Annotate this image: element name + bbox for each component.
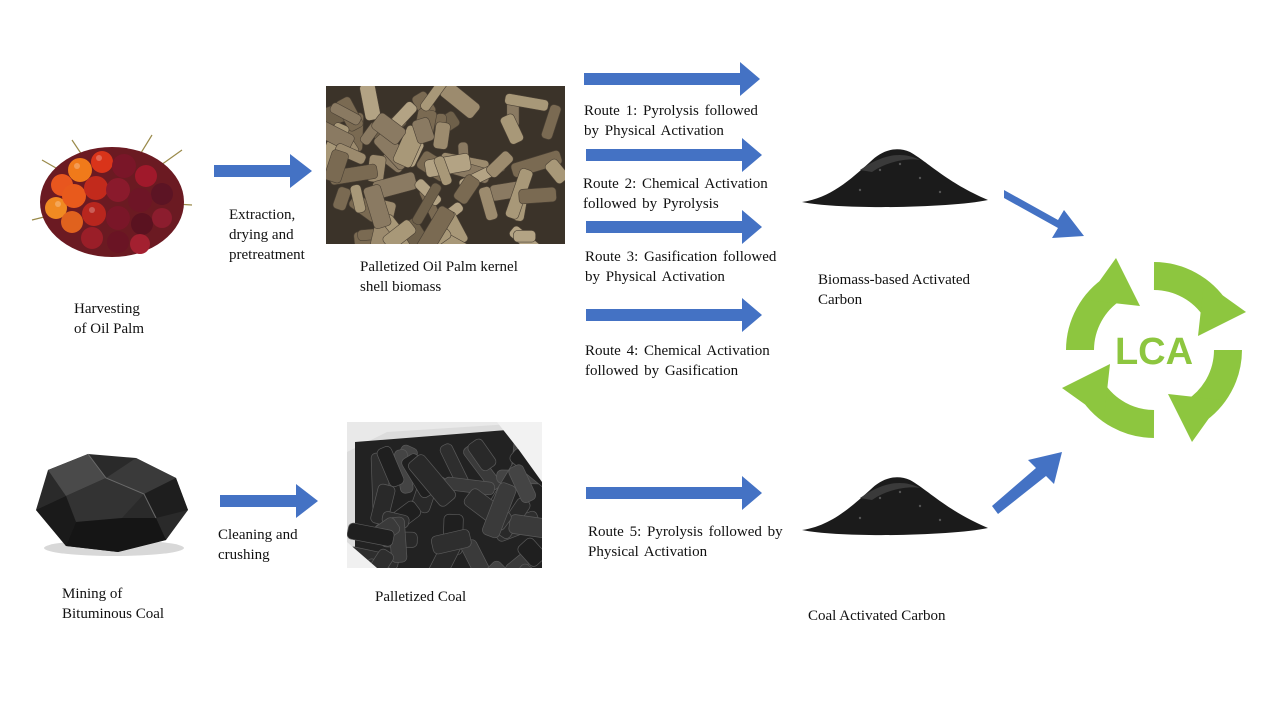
cleaning-step-label: Cleaning and crushing — [218, 527, 298, 563]
biomass-activated-carbon-label: Biomass-based Activated Carbon — [818, 272, 971, 308]
route-2-label: Route 2: Chemical Activation followed by… — [583, 176, 768, 212]
arrow-cleaning — [220, 484, 320, 518]
extraction-step-label: Extraction, drying and pretreatment — [229, 207, 305, 263]
route-4-label: Route 4: Chemical Activation followed by… — [585, 343, 770, 379]
route-3-label: Route 3: Gasification followed by Physic… — [585, 249, 777, 285]
palm-kernel-product-label: Palletized Oil Palm kernel shell biomass — [360, 259, 518, 295]
lca-label: LCA — [1115, 331, 1193, 373]
arrow-coal-to-lca — [988, 448, 1068, 516]
coal-lump-image — [26, 448, 192, 558]
arrow-route-5 — [586, 476, 764, 510]
coal-pellets-image — [347, 422, 542, 568]
palletized-coal-label: Palletized Coal — [375, 589, 467, 605]
lca-recycle-icon: LCA — [1056, 252, 1252, 448]
arrow-biomass-to-lca — [1000, 178, 1090, 242]
route-5-label: Route 5: Pyrolysis followed by Physical … — [588, 524, 783, 560]
arrow-route-3 — [586, 210, 764, 244]
arrow-route-2 — [586, 138, 764, 172]
arrow-extraction — [214, 154, 314, 188]
route-1-label: Route 1: Pyrolysis followed by Physical … — [584, 103, 758, 139]
activated-carbon-pile-image — [800, 468, 990, 538]
activated-carbon-pile-image — [800, 140, 990, 210]
harvesting-oil-palm-label: Harvesting of Oil Palm — [74, 301, 144, 337]
arrow-route-1 — [584, 62, 762, 96]
coal-activated-carbon-label: Coal Activated Carbon — [808, 608, 946, 624]
arrow-route-4 — [586, 298, 764, 332]
oil-palm-fruit-image — [22, 130, 202, 270]
mining-coal-label: Mining of Bituminous Coal — [62, 586, 165, 622]
palm-kernel-pellets-image — [326, 86, 565, 244]
